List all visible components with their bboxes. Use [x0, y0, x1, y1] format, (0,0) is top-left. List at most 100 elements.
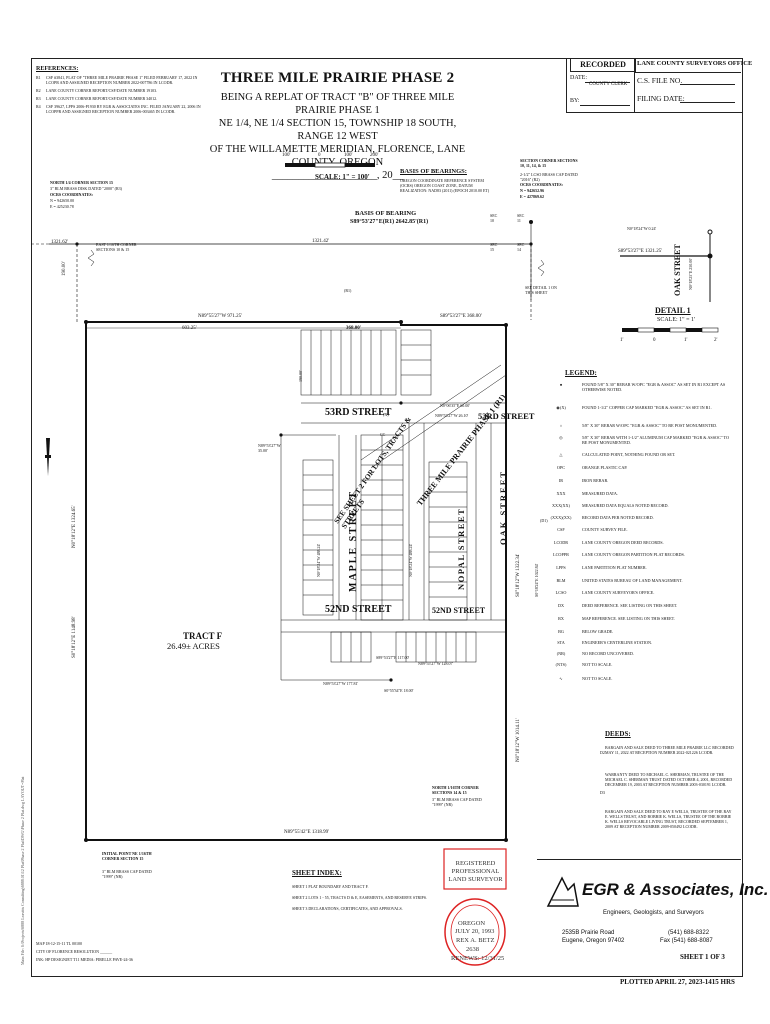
- legend-symbol: ◉(X): [556, 405, 566, 410]
- legend-symbol: (NR): [556, 651, 566, 656]
- basis-text: OREGON COORDINATE REFERENCE SYSTEM (OCRS…: [400, 178, 490, 193]
- plat-drawing: [31, 220, 545, 842]
- cs-file-label: C.S. FILE NO.: [637, 76, 683, 85]
- footer-ink: INK: HP DESIGNJET T11 MEDIA: PIRELLE PAV…: [36, 957, 133, 962]
- d2-label: D2: [600, 750, 605, 755]
- east-bearing-2: N0°18'12"W 1014.11': [516, 718, 521, 762]
- sheet-border: [31, 58, 743, 977]
- east-bearing-1: S0°18'12"W 1322.34': [516, 553, 521, 597]
- lane-county-office: LANE COUNTY SURVEYORS OFFICE: [637, 60, 753, 67]
- county-clerk-label: COUNTY CLERK: [589, 82, 628, 87]
- detail-bearing-3: N0°18'25"E 250.00': [688, 257, 693, 290]
- bearing-n89-128: N89°55'27"W 128.07': [418, 661, 454, 666]
- see-detail-note: SEE DETAIL 1 ON THIS SHEET: [525, 285, 557, 295]
- detail-tick-1: 1': [684, 338, 688, 343]
- bearing-s0-18: S0°55'34"E 18.00': [384, 688, 414, 693]
- legend-text: FOUND 1-1/2" COPPER CAP MARKED "EGR & AS…: [582, 405, 712, 410]
- legend-text: DEED REFERENCE. SEE LISTING ON THIS SHEE…: [582, 603, 678, 608]
- detail-title: DETAIL 1: [655, 306, 691, 315]
- legend-text: BELOW GRADE.: [582, 629, 614, 634]
- tract-area: 26.49± ACRES: [167, 641, 220, 651]
- legend-item: IR IRON REBAR.: [540, 478, 735, 483]
- plat-date-line: ____________________, 20__: [271, 170, 404, 181]
- deed-item: WARRANTY DEED TO MICHAEL C. SHERMAN, TRU…: [605, 772, 733, 787]
- company-subtitle: Engineers, Geologists, and Surveyors: [603, 910, 704, 916]
- detail-scale: SCALE: 1" = 1': [657, 317, 696, 323]
- north-quarter-desc: 3" BLM BRASS DISK DATED "2000" (R3): [50, 186, 123, 191]
- legend-text: COUNTY SURVEY FILE.: [582, 527, 628, 532]
- legend-symbol: STA: [557, 640, 565, 645]
- section-corner-n: N = 942652.96: [520, 188, 545, 193]
- legend-text: FOUND 5/8" X 30" REBAR W/OPC "EGR & ASSO…: [582, 382, 726, 392]
- street-53rd-west: 53RD STREET: [325, 407, 392, 418]
- legend-text: IRON REBAR.: [582, 478, 609, 483]
- detail-1-drawing: [620, 229, 713, 302]
- top-distance-1: 1321.62': [51, 240, 69, 245]
- stamp-date: JULY 20, 1993: [455, 928, 495, 935]
- legend-item: ● FOUND 5/8" X 30" REBAR W/OPC "EGR & ASS…: [540, 382, 735, 392]
- sheet-index-heading: SHEET INDEX:: [292, 869, 342, 877]
- deed-item: BARGAIN AND SALE DEED TO RAY E WELLS, TR…: [605, 809, 732, 829]
- basis-heading: BASIS OF BEARINGS:: [400, 168, 467, 175]
- sheet-index-item: SHEET 2 LOTS 1 - 55, TRACTS D & E, EASEM…: [292, 895, 427, 900]
- stamp-number: 2638: [466, 946, 479, 953]
- basis-bearing-value: S89°53'27"E(R1) 2642.85'(R1): [350, 219, 429, 225]
- company-logo-icon: [546, 876, 579, 907]
- legend-text: NOT TO SCALE.: [582, 676, 613, 681]
- legend-text: LANE PARTITION PLAT NUMBER.: [582, 565, 647, 570]
- legend-item: ∿NOT TO SCALE.: [540, 676, 735, 681]
- legend-text: 5/8" X 30" REBAR WITH 1-1/2" ALUMINUM CA…: [582, 435, 730, 445]
- recorded-label: RECORDED: [570, 58, 636, 72]
- plat-subtitle-2: NE 1/4, NE 1/4 SECTION 15, TOWNSHIP 18 S…: [218, 118, 457, 142]
- sec14-label: SEC 14: [517, 242, 525, 252]
- legend-text: MEASURED DATA.: [582, 491, 618, 496]
- references-heading: REFERENCES:: [36, 66, 79, 72]
- recorded-divider: [634, 58, 635, 112]
- north-sixteenth-desc: 3" BLM BRASS CAP DATED "1999" (NR): [432, 797, 482, 807]
- legend-text: MEASURED DATA EQUALS NOTED RECORD.: [582, 503, 669, 508]
- bearing-n89-971: N89°55'27"W 971.25': [198, 314, 243, 319]
- nopal-bearing: N0°18'24"W 488.24': [408, 543, 413, 577]
- initial-point: INITIAL POINT NE 1/16TH CORNER SECTION 1…: [102, 851, 152, 861]
- street-52nd-west: 52ND STREET: [325, 604, 392, 615]
- legend-item: CSF COUNTY SURVEY FILE.: [540, 527, 735, 532]
- company-address-2: Eugene, Oregon 97402: [562, 938, 625, 944]
- sec10-label: SEC 10: [490, 213, 498, 223]
- cc-label: CC: [380, 432, 386, 437]
- detail-oak-street: OAK STREET: [673, 244, 682, 296]
- company-fax: Fax (541) 688-8087: [660, 938, 713, 944]
- legend-symbol: ●: [559, 382, 563, 387]
- basis-bearing-label: BASIS OF BEARING: [355, 210, 417, 217]
- point-x-label: (X): [383, 412, 389, 417]
- recorded-by-label: BY:: [570, 98, 580, 104]
- scale-tick-0: 0: [318, 153, 321, 158]
- company-name: EGR & Associates, Inc.: [582, 880, 769, 899]
- company-address-1: 2535B Prairie Road: [562, 930, 615, 936]
- company-phone: (541) 688-8322: [668, 930, 710, 936]
- legend-symbol: RX: [558, 616, 564, 621]
- legend-symbol: CSF: [557, 527, 565, 532]
- street-nopal: NOPAL STREET: [456, 507, 466, 590]
- legend-text: ORANGE PLASTIC CAP.: [582, 465, 628, 470]
- street-53rd-east: 53RD STREET: [478, 411, 535, 421]
- legend-text: 5/8" X 30" REBAR W/OPC "EGR & ASSOC" TO …: [582, 423, 718, 428]
- initial-point-desc: 3" BLM BRASS CAP DATED "1999" (NR): [102, 869, 152, 879]
- file-path: Main File: S:\Projects\6888 Leavitts Con…: [20, 776, 25, 965]
- bearing-n0-60: N0°06'35"E 60.00': [440, 403, 471, 408]
- legend-heading: LEGEND:: [565, 369, 597, 377]
- section-corner: SECTION CORNER SECTIONS 10, 11, 14, & 15: [520, 158, 578, 168]
- detail-tick-2: 2': [714, 338, 718, 343]
- legend-text: LANE COUNTY SURVEYOR'S OFFICE.: [582, 590, 655, 595]
- bearing-n89-26: N89°53'27"W 26.10': [435, 413, 469, 418]
- legend-symbol: (NTS): [555, 662, 567, 667]
- legend-symbol: ◎: [559, 435, 563, 440]
- legend-symbol: IR: [558, 478, 564, 483]
- street-oak: OAK STREET: [498, 469, 508, 545]
